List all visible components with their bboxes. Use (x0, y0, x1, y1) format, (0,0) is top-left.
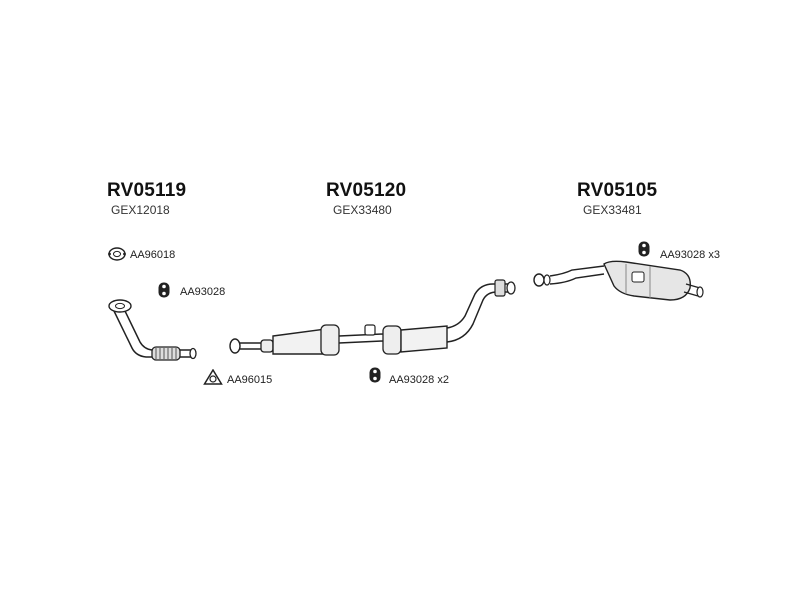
part-label-aa96018: AA96018 (130, 249, 176, 261)
rear-silencer-drawing (533, 260, 704, 301)
group-ref-rear-silencer: GEX33481 (583, 203, 642, 217)
part-label-aa96015: AA96015 (227, 374, 273, 386)
rubber-hanger-icon (638, 241, 650, 257)
rubber-hanger-icon (369, 367, 381, 383)
group-title-rear-silencer: RV05105 (577, 180, 658, 201)
part-label-aa93028-x3: AA93028 x3 (660, 249, 720, 261)
gasket-ring-icon (108, 247, 126, 261)
rubber-hanger-icon (158, 282, 170, 298)
group-ref-middle-section: GEX33480 (333, 203, 392, 217)
part-label-aa93028-x2: AA93028 x2 (389, 374, 449, 386)
part-label-aa93028: AA93028 (180, 286, 226, 298)
front-pipe-drawing (108, 299, 197, 361)
group-title-middle-section: RV05120 (326, 180, 407, 201)
flange-gasket-icon (203, 369, 223, 385)
group-title-front-pipe: RV05119 (107, 180, 187, 201)
middle-section-drawing (229, 279, 516, 356)
group-ref-front-pipe: GEX12018 (111, 203, 170, 217)
